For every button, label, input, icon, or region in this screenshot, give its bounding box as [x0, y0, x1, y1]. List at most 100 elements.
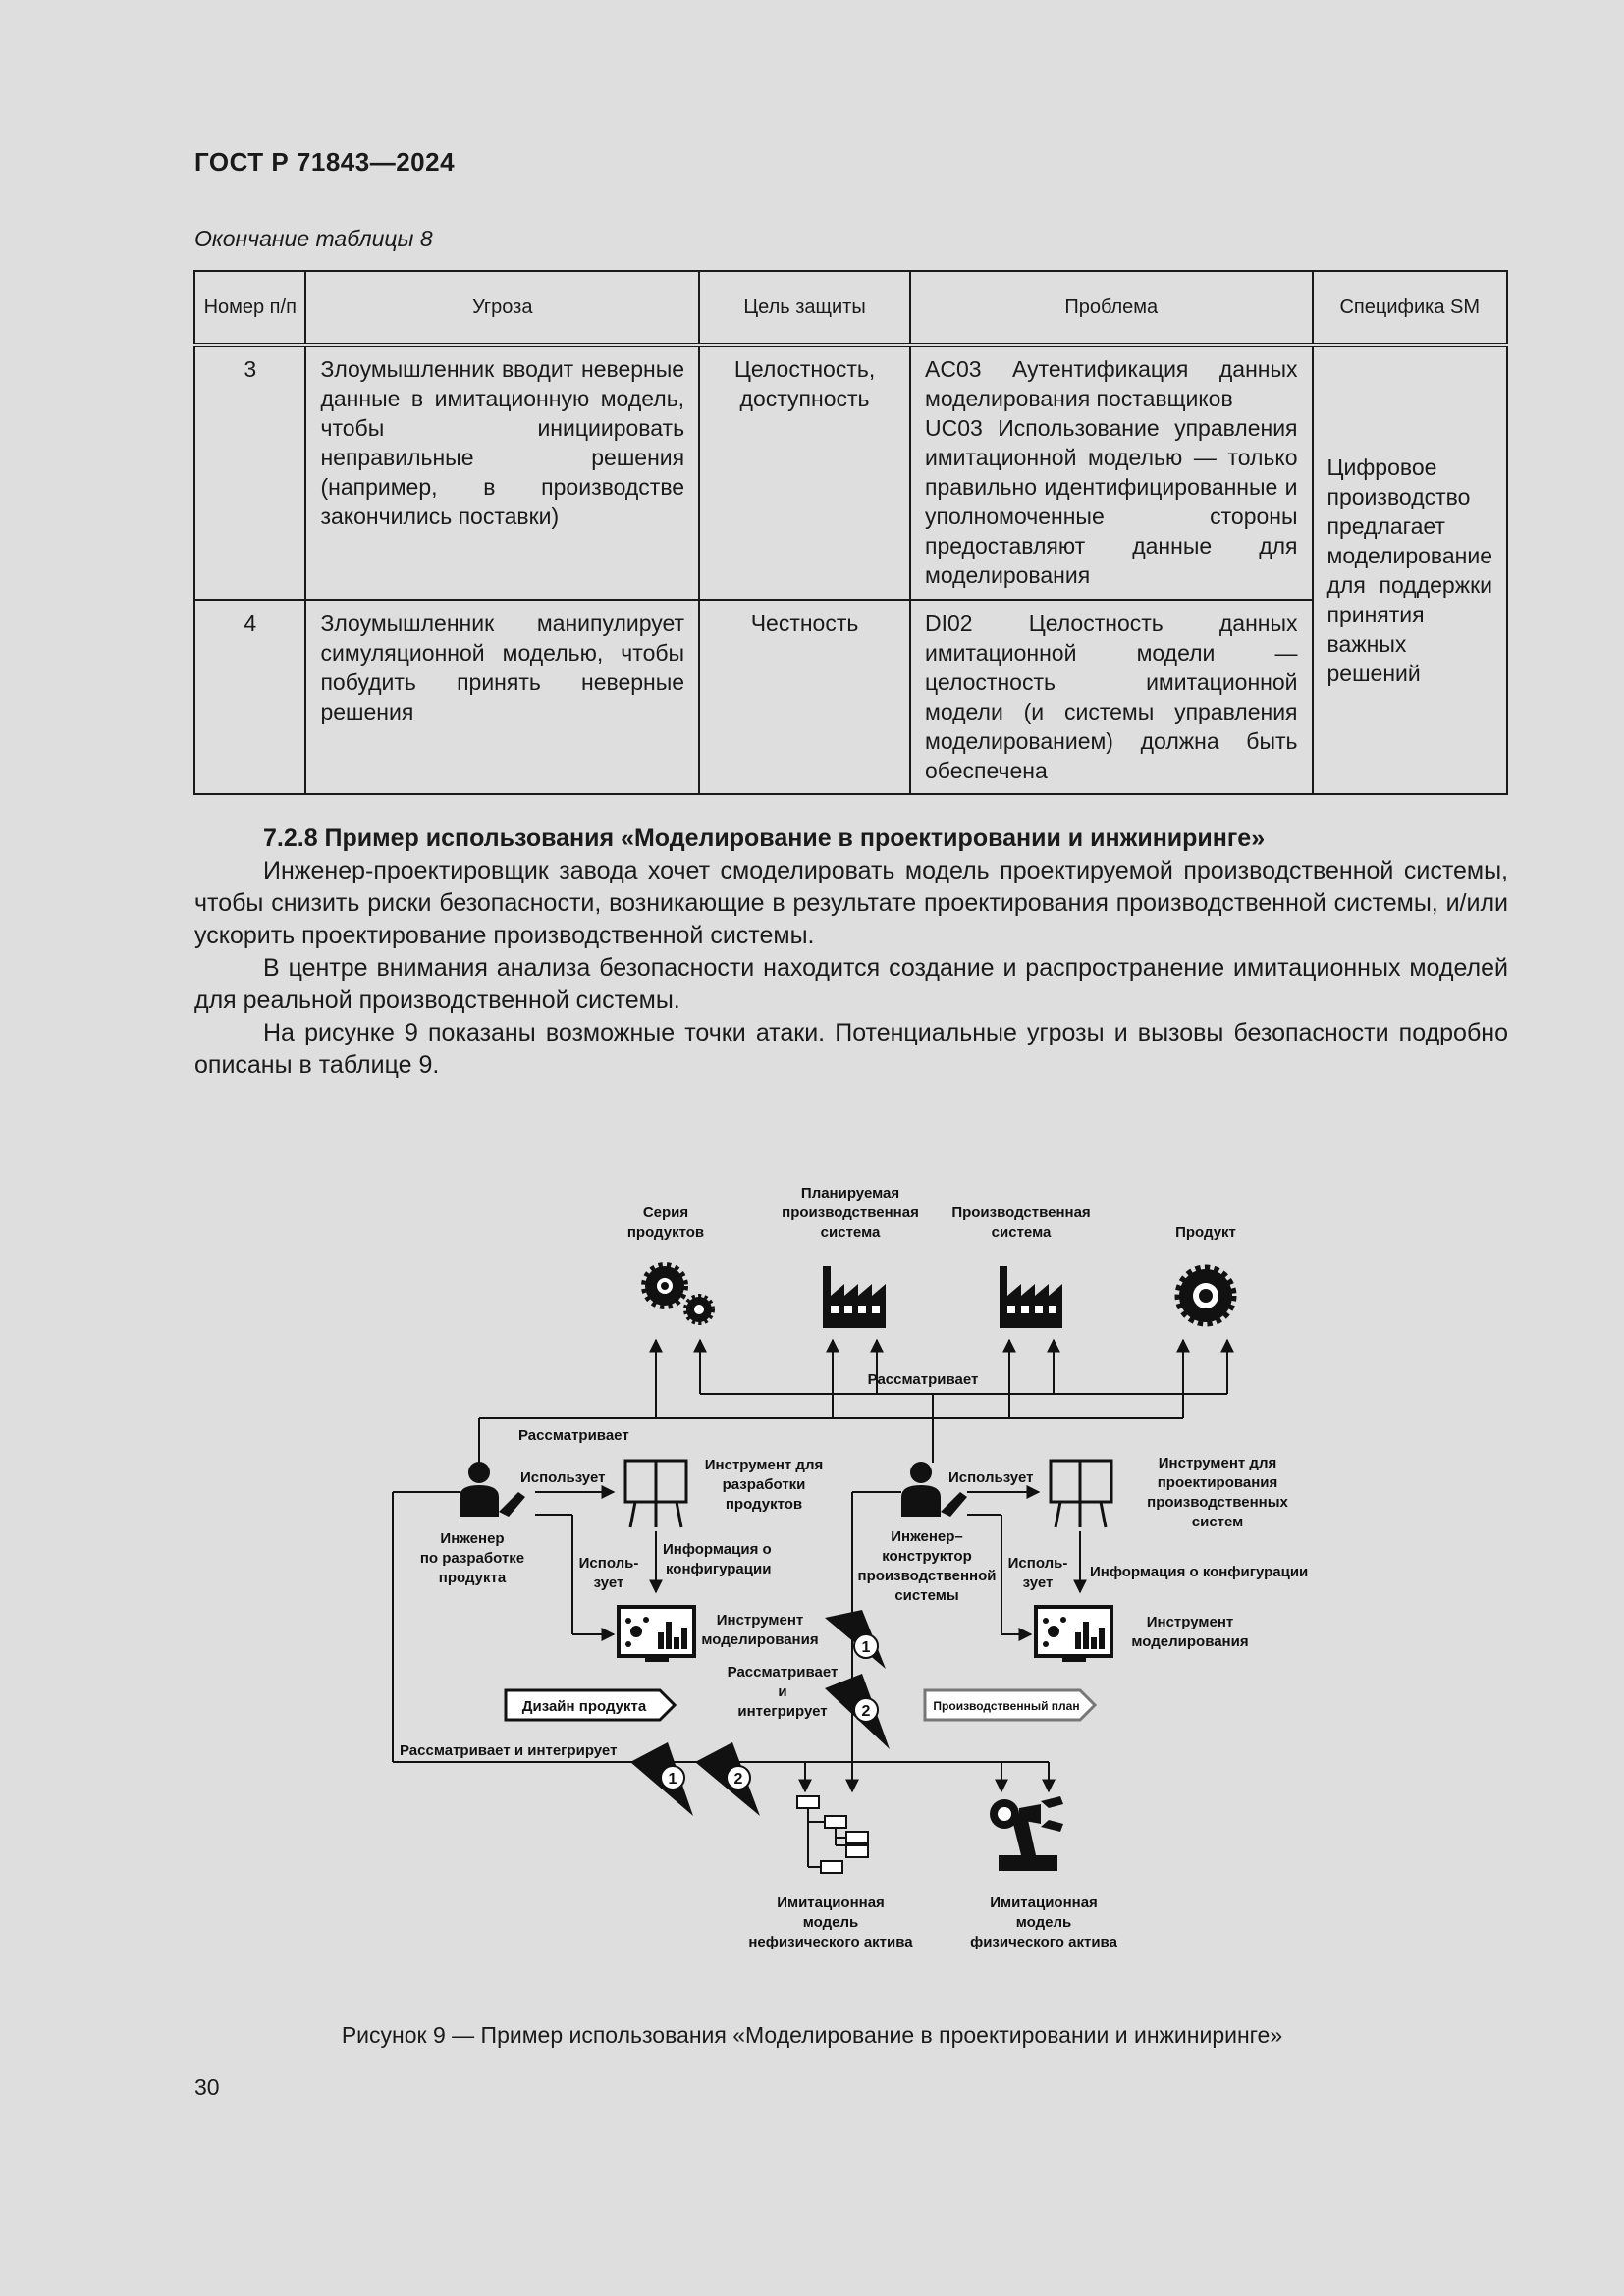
gear-icon: [641, 1262, 715, 1325]
modeling-tool-icon: [1034, 1605, 1113, 1662]
tool-product-dev-label: продуктов: [726, 1496, 802, 1513]
engineer-person-icon: [901, 1462, 967, 1517]
engineer-system-label: конструктор: [882, 1548, 972, 1565]
problem-item: DI02 Целостность данных имитационной мод…: [925, 611, 1298, 783]
uses-split-label: зует: [594, 1575, 624, 1591]
attack-point-marker: 1: [630, 1742, 693, 1816]
config-info-label: Информация о: [663, 1541, 772, 1558]
uses-split-label: Исполь-: [1008, 1555, 1068, 1572]
tool-prod-system-label: Инструмент для: [1159, 1455, 1276, 1471]
table-row: 4 Злоумышленник манипулирует симуляционн…: [192, 599, 1507, 795]
uses-split-label: зует: [1023, 1575, 1054, 1591]
design-product-arrow: Дизайн продукта: [504, 1688, 677, 1722]
engineer-product-label: Инженер: [440, 1530, 504, 1547]
sim-model-physical-label: модель: [1016, 1914, 1071, 1931]
column-header-number: Номер п/п: [192, 270, 307, 346]
label-product-series: продуктов: [627, 1224, 704, 1241]
figure-caption: Рисунок 9 — Пример использования «Модели…: [341, 2022, 1283, 2048]
drafting-tool-icon: [623, 1459, 688, 1528]
table-caption: Окончание таблицы 8: [194, 226, 433, 251]
considers-label: Рассматривает: [868, 1371, 979, 1388]
row-number: 4: [192, 599, 307, 795]
section-text: 7.2.8 Пример использования «Моделировани…: [194, 823, 1508, 1082]
row-problem: DI02 Целостность данных имитационной мод…: [909, 599, 1314, 795]
considers-label: Рассматривает: [518, 1427, 629, 1444]
sm-specific-cell: Цифровое производство предлагает моделир…: [1311, 343, 1509, 795]
consider-integrate-label: и: [778, 1683, 786, 1700]
engineer-system-label: производственной: [858, 1568, 997, 1584]
design-product-label: Дизайн продукта: [522, 1698, 647, 1715]
uses-label: Использует: [948, 1469, 1033, 1486]
sim-model-physical-label: Имитационная: [990, 1895, 1098, 1911]
row-problem: AC03 Аутентификация данных моделирования…: [909, 343, 1314, 600]
config-info-label: конфигурации: [666, 1561, 771, 1577]
attack-number: 1: [669, 1771, 677, 1788]
row-threat: Злоумышленник вводит неверные данные в и…: [304, 343, 701, 600]
production-plan-arrow: Производственный план: [923, 1688, 1098, 1722]
modeling-tool-label: Инструмент: [717, 1612, 803, 1629]
label-planned-system: производственная: [782, 1204, 919, 1221]
row-threat: Злоумышленник манипулирует симуляционной…: [304, 599, 701, 795]
row-number: 3: [192, 343, 307, 600]
column-header-goal: Цель защиты: [698, 270, 911, 346]
tool-product-dev-label: разработки: [723, 1476, 806, 1493]
modeling-tool-label: моделирования: [1131, 1633, 1248, 1650]
engineer-product-label: по разработке: [420, 1550, 524, 1567]
production-plan-label: Производственный план: [933, 1699, 1079, 1713]
tool-prod-system-label: производственных: [1147, 1494, 1288, 1511]
tree-model-icon: [796, 1795, 869, 1874]
modeling-tool-icon: [617, 1605, 696, 1662]
engineer-system-label: Инженер–: [891, 1528, 963, 1545]
product-gear-icon: [1174, 1264, 1237, 1327]
uses-label: Использует: [520, 1469, 605, 1486]
modeling-tool-label: моделирования: [701, 1631, 818, 1648]
attack-number: 1: [862, 1639, 871, 1656]
table-row: 3 Злоумышленник вводит неверные данные в…: [192, 343, 1509, 795]
label-planned-system: система: [821, 1224, 881, 1241]
sim-model-nonphysical-label: нефизического актива: [748, 1934, 913, 1950]
attack-number: 2: [734, 1771, 743, 1788]
sim-model-physical-label: физического актива: [970, 1934, 1118, 1950]
consider-integrate-label: интегрирует: [737, 1703, 827, 1720]
column-header-sm: Специфика SM: [1311, 270, 1509, 346]
label-production-system: Производственная: [951, 1204, 1090, 1221]
label-product-series: Серия: [643, 1204, 688, 1221]
engineer-system-label: системы: [894, 1587, 958, 1604]
threats-table: Номер п/п Угроза Цель защиты Проблема Сп…: [192, 270, 1509, 795]
attack-point-marker: 2: [825, 1674, 890, 1749]
consider-and-integrate-label: Рассматривает и интегрирует: [400, 1742, 617, 1759]
tool-prod-system-label: систем: [1192, 1514, 1244, 1530]
row-goal: Честность: [698, 599, 911, 795]
robot-arm-icon: [990, 1796, 1063, 1871]
column-header-threat: Угроза: [304, 270, 701, 346]
label-production-system: система: [992, 1224, 1052, 1241]
consider-integrate-label: Рассматривает: [728, 1664, 839, 1681]
attack-number: 2: [862, 1703, 871, 1720]
sim-model-nonphysical-label: модель: [803, 1914, 858, 1931]
attack-point-marker: 2: [695, 1742, 760, 1816]
attack-point-marker: 1: [825, 1610, 886, 1669]
document-id: ГОСТ Р 71843—2024: [194, 147, 456, 177]
problem-item: UC03 Использование управления имитационн…: [925, 415, 1298, 588]
factory-icon: [823, 1266, 886, 1328]
sim-model-nonphysical-label: Имитационная: [777, 1895, 885, 1911]
factory-icon: [1000, 1266, 1062, 1328]
section-heading: 7.2.8 Пример использования «Моделировани…: [263, 825, 1266, 852]
paragraph: Инженер-проектировщик завода хочет смоде…: [194, 857, 1508, 949]
modeling-tool-label: Инструмент: [1147, 1614, 1233, 1630]
label-planned-system: Планируемая: [801, 1185, 899, 1201]
paragraph: На рисунке 9 показаны возможные точки ат…: [194, 1019, 1508, 1079]
engineer-product-label: продукта: [439, 1570, 507, 1586]
tool-prod-system-label: проектирования: [1158, 1474, 1278, 1491]
paragraph: В центре внимания анализа безопасности н…: [194, 954, 1508, 1014]
uses-split-label: Исполь-: [579, 1555, 639, 1572]
row-goal: Целостность, доступность: [698, 343, 911, 600]
tool-product-dev-label: Инструмент для: [705, 1457, 823, 1473]
engineer-person-icon: [460, 1462, 525, 1517]
label-product: Продукт: [1175, 1224, 1236, 1241]
page-number: 30: [194, 2074, 220, 2100]
drafting-tool-icon: [1049, 1459, 1113, 1528]
column-header-problem: Проблема: [909, 270, 1314, 346]
config-info-label: Информация о конфигурации: [1090, 1564, 1308, 1580]
